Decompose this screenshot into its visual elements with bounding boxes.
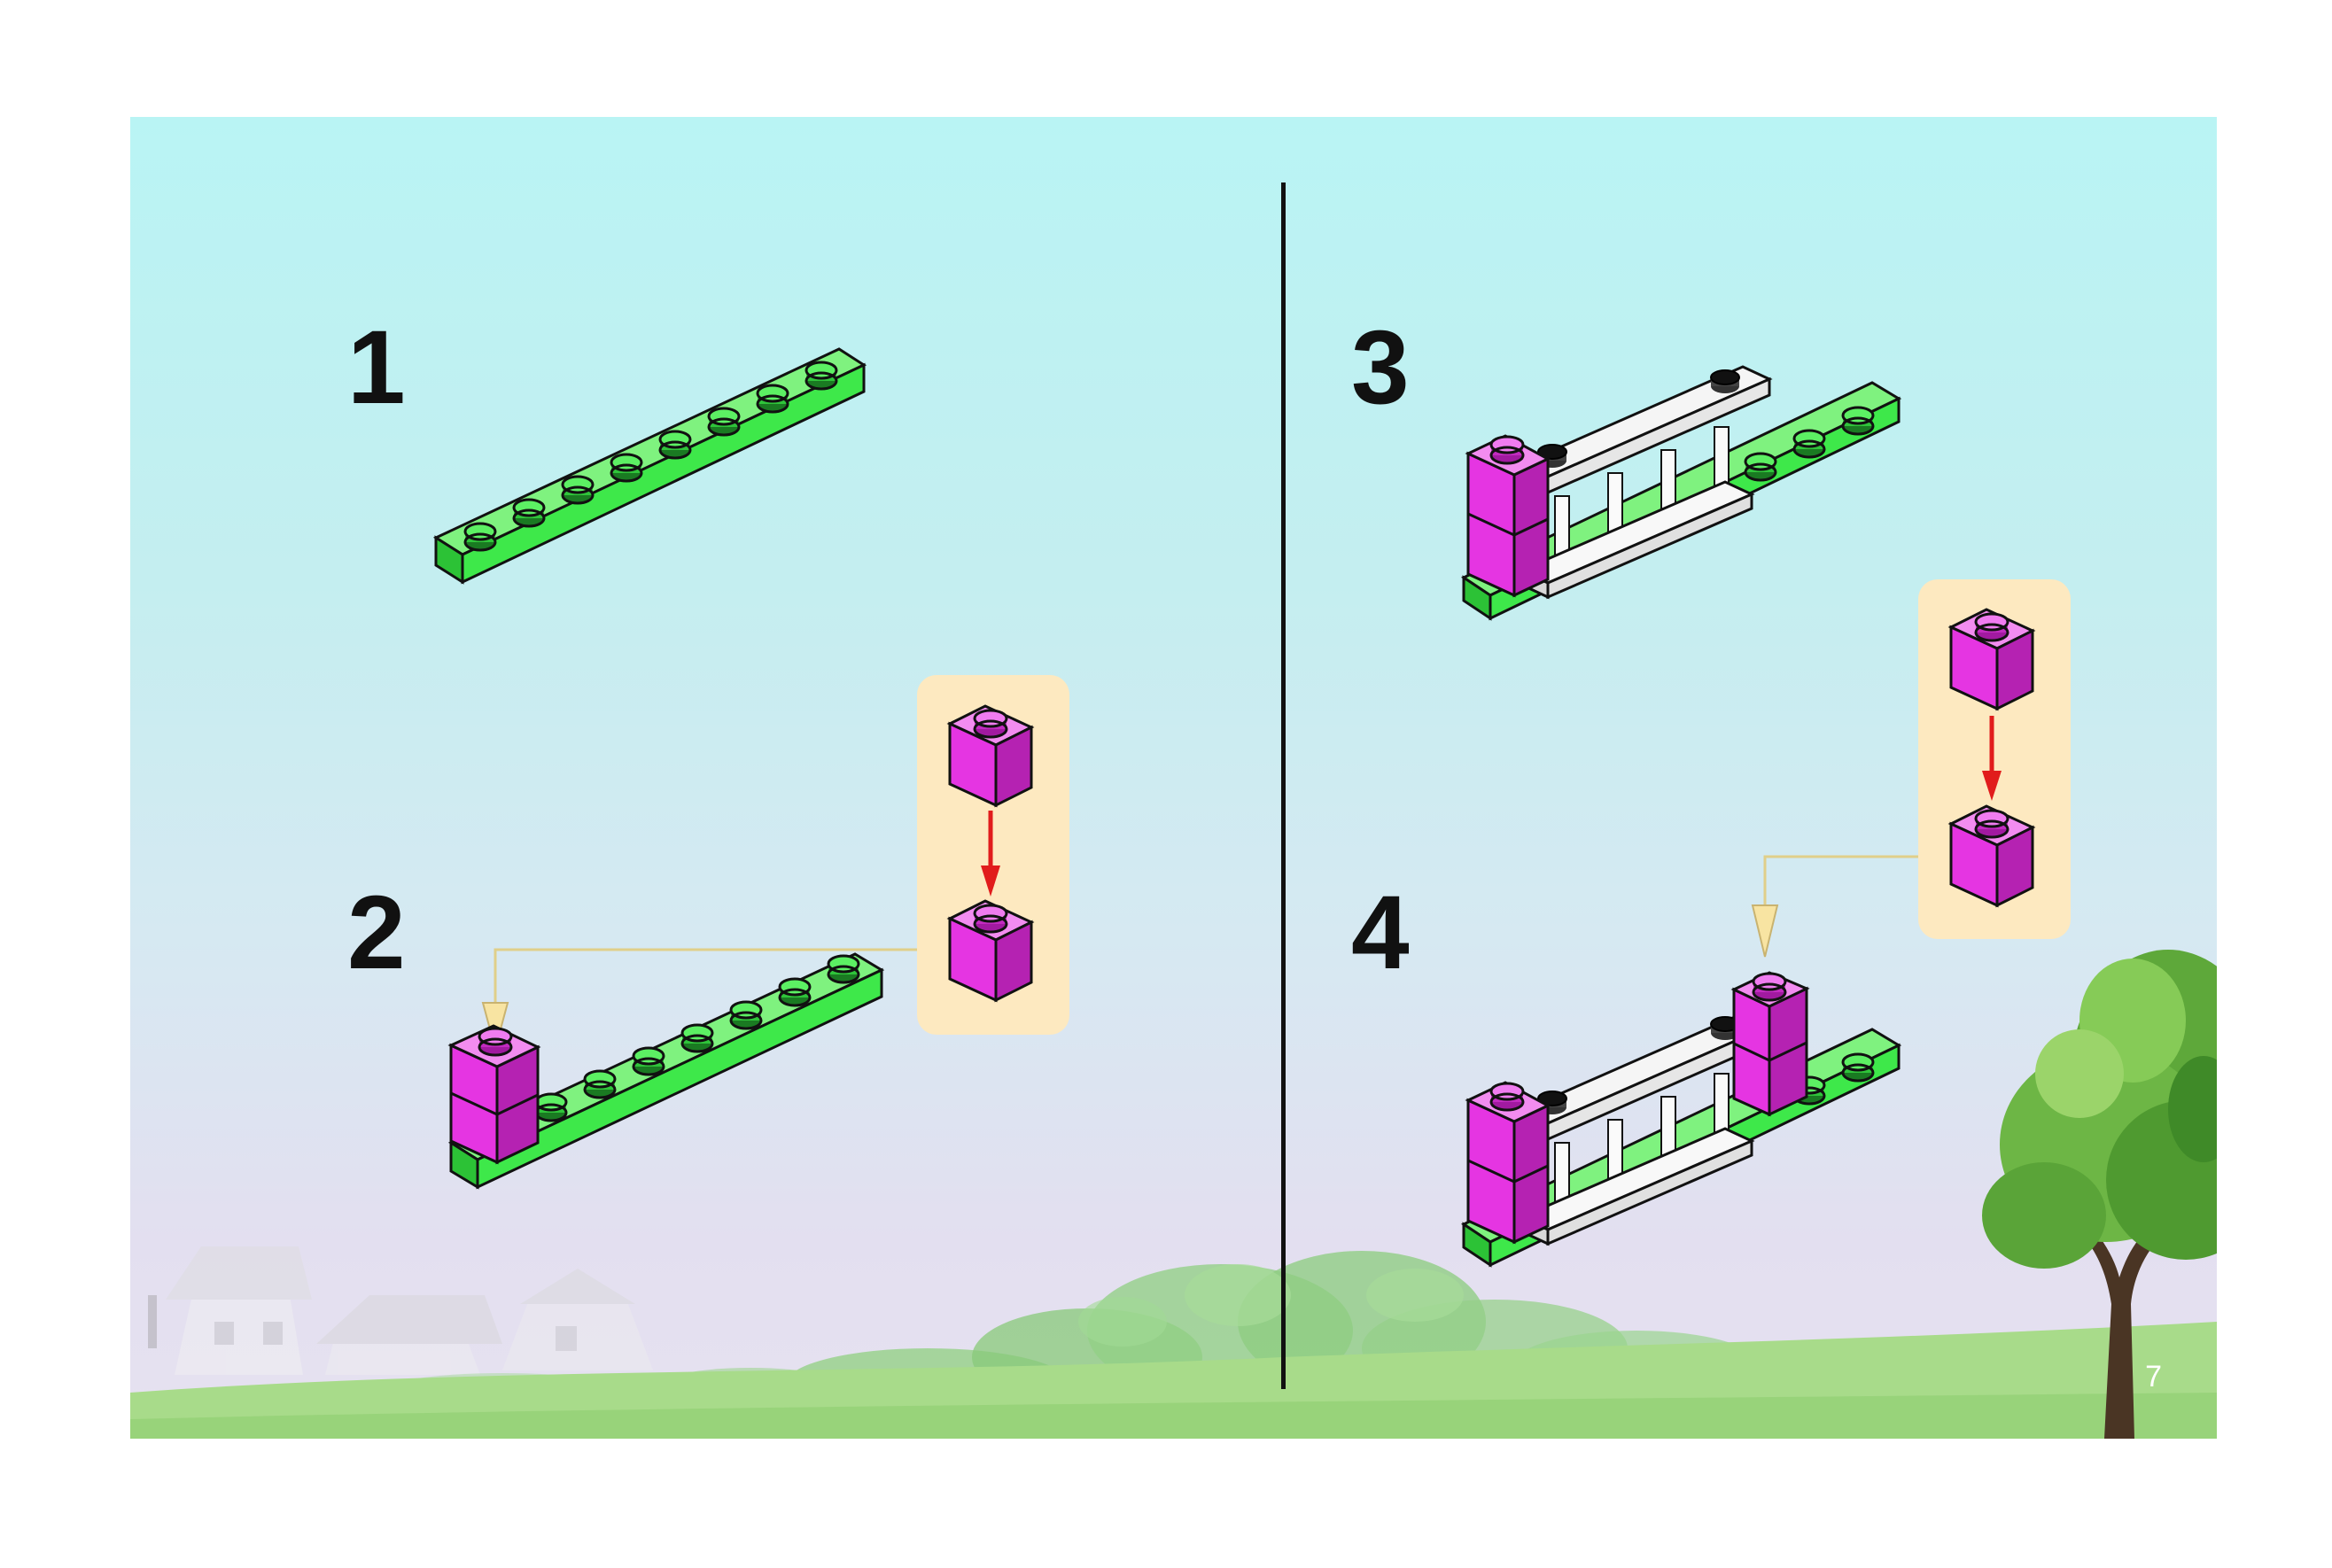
instruction-page: 1 2 3 4 7 (130, 117, 2217, 1439)
step-3-illustration (1460, 365, 1902, 621)
houses-illustration (148, 1246, 653, 1375)
placement-arrow (1751, 904, 1779, 958)
step-number-3: 3 (1351, 309, 1410, 426)
step-4-illustration (1460, 579, 2071, 1268)
step-2-illustration (447, 675, 1069, 1190)
callout-box (1918, 579, 2071, 939)
step-number-4: 4 (1351, 874, 1410, 991)
step-number-1: 1 (347, 309, 406, 426)
tree-illustration (1982, 950, 2217, 1439)
step-number-2: 2 (347, 874, 406, 991)
callout-connector (494, 948, 917, 1003)
panel-divider (1281, 182, 1286, 1389)
callout-box (917, 675, 1069, 1035)
green-plate-with-bricks-part (447, 952, 885, 1190)
step-1-illustration (432, 347, 867, 585)
callout-connector (1763, 855, 1918, 905)
page-number: 7 (2145, 1360, 2162, 1393)
green-plate-1x8-part (432, 347, 867, 585)
background-scenery (130, 950, 2217, 1439)
instruction-illustration (130, 347, 2217, 1439)
